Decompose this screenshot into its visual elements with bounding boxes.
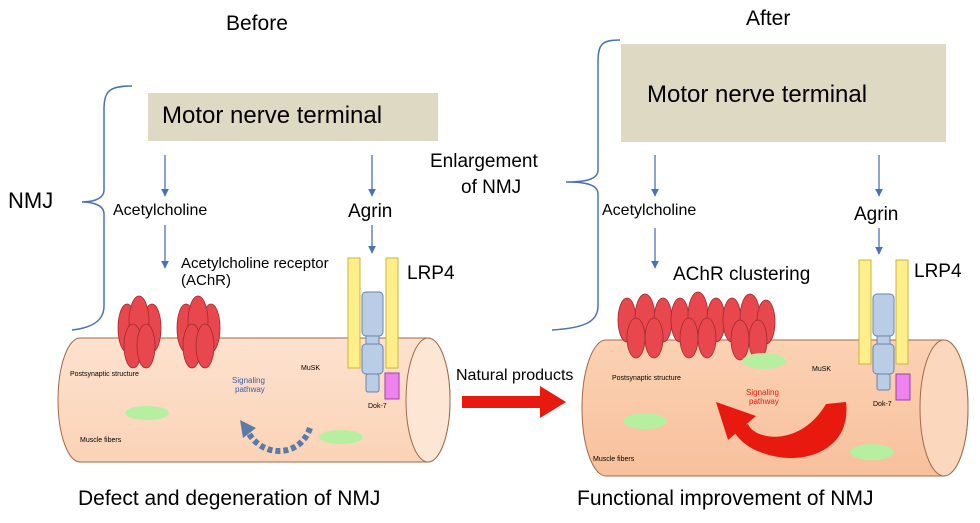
green-ellipse-after-1 xyxy=(742,353,786,369)
lrp4-bar-right-b xyxy=(895,259,909,365)
lrp4-bar-left-a xyxy=(347,257,361,369)
muscle-fibers-label-before: Muscle fibers xyxy=(80,437,122,444)
achr-cluster-after xyxy=(617,291,776,361)
green-ellipse-after-3 xyxy=(850,444,894,460)
dok7-block-before xyxy=(384,372,400,400)
muscle-fibers-label-after: Muscle fibers xyxy=(593,456,635,463)
enlargement-label-line1: Enlargement xyxy=(430,151,538,172)
motor-nerve-terminal-label-before: Motor nerve terminal xyxy=(162,102,383,129)
lrp4-bar-left-b xyxy=(385,257,399,369)
acetylcholine-label-before: Acetylcholine xyxy=(113,202,208,219)
agrin-label-before: Agrin xyxy=(348,201,393,222)
acetylcholine-label-after: Acetylcholine xyxy=(602,202,697,219)
signaling-arrow-after xyxy=(716,402,847,458)
achr-receptor-2 xyxy=(176,295,221,369)
signaling-label-after-2: pathway xyxy=(749,397,779,406)
musk-label-after: MuSK xyxy=(812,366,832,373)
achr-label-line1: Acetylcholine receptor xyxy=(181,255,329,272)
achr-clustering-label: AChR clustering xyxy=(673,264,811,285)
postsynaptic-label-after: Postsynaptic structure xyxy=(612,375,681,382)
postsynaptic-label-before: Postsynaptic structure xyxy=(70,371,139,378)
musk-receptor-before xyxy=(361,291,384,393)
caption-after: Functional improvement of NMJ xyxy=(577,487,874,510)
lrp4-label-after: LRP4 xyxy=(914,261,962,282)
caption-before: Defect and degeneration of NMJ xyxy=(78,487,381,510)
enlargement-label-line2: of NMJ xyxy=(461,177,522,198)
enlargement-bracket xyxy=(551,39,621,331)
signaling-label-before-2: pathway xyxy=(235,385,265,394)
signaling-label-before-1: Signaling xyxy=(232,376,265,385)
nmj-bracket xyxy=(71,85,133,331)
dok7-label-after: Dok-7 xyxy=(873,401,892,408)
natural-products-label: Natural products xyxy=(456,367,574,384)
green-ellipse-after-2 xyxy=(623,413,667,429)
musk-receptor-after xyxy=(872,293,895,391)
agrin-label-after: Agrin xyxy=(854,204,899,225)
dok7-block-after xyxy=(895,373,911,401)
musk-label-before: MuSK xyxy=(301,365,321,372)
before-title: Before xyxy=(226,12,288,35)
green-ellipse-before-1 xyxy=(125,406,169,420)
achr-receptor-1 xyxy=(117,295,162,369)
nmj-label: NMJ xyxy=(8,188,54,213)
motor-nerve-terminal-box-before xyxy=(148,93,438,141)
after-title: After xyxy=(746,7,791,30)
lrp4-bar-right-a xyxy=(858,259,872,365)
lrp4-label-before: LRP4 xyxy=(407,263,455,284)
motor-nerve-terminal-box-after xyxy=(621,44,946,142)
natural-products-arrow xyxy=(462,386,566,418)
achr-label-line2: (AChR) xyxy=(181,272,232,289)
motor-nerve-terminal-label-after: Motor nerve terminal xyxy=(647,81,868,108)
dok7-label-before: Dok-7 xyxy=(368,403,387,410)
signaling-arrow-before xyxy=(240,420,313,454)
muscle-fiber-after xyxy=(581,339,969,477)
green-ellipse-before-2 xyxy=(319,430,363,444)
signaling-label-after-1: Signaling xyxy=(746,388,779,397)
